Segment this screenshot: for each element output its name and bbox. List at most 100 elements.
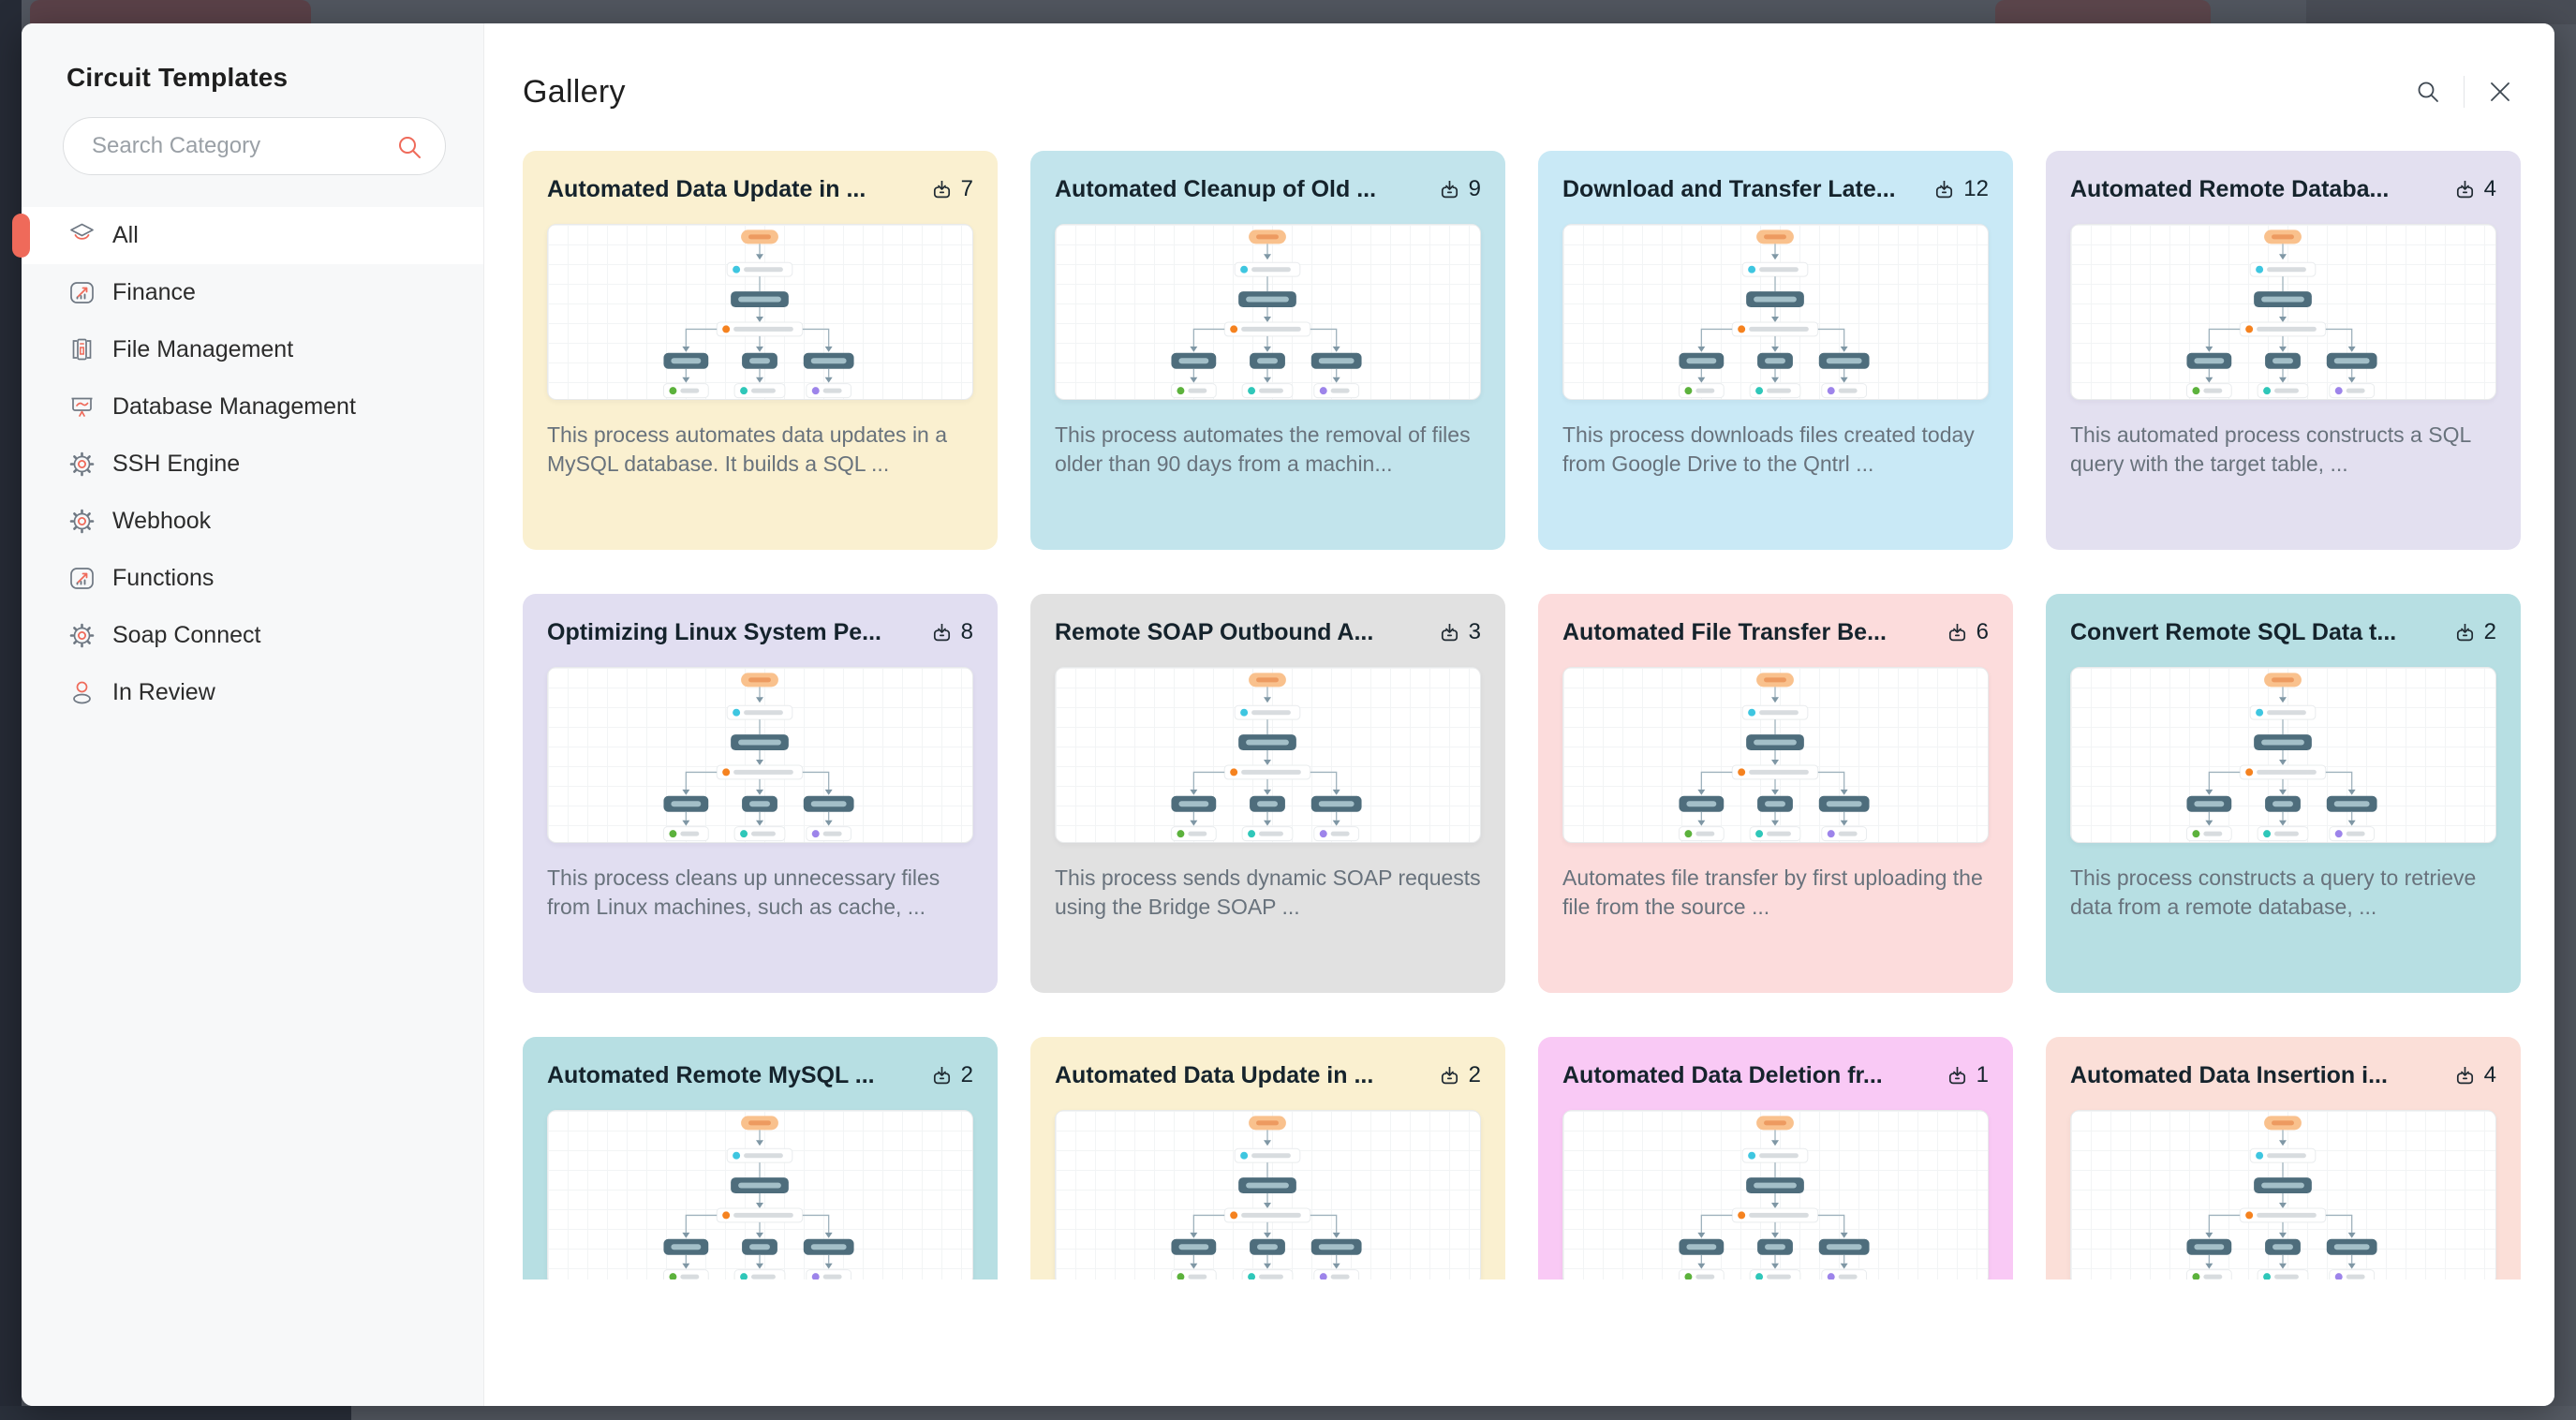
search-icon xyxy=(2418,81,2438,102)
sidebar-item-file-management[interactable]: File Management xyxy=(22,321,483,378)
flow-thumbnail xyxy=(1055,667,1481,843)
gallery-header: Gallery xyxy=(484,23,2554,151)
card-title: Automated Data Update in ... xyxy=(547,175,866,202)
person-icon xyxy=(73,681,91,704)
backdrop-blob xyxy=(2306,0,2576,24)
card-title: Automated Remote MySQL ... xyxy=(547,1061,875,1088)
template-card[interactable]: Convert Remote SQL Data t... 2 xyxy=(2046,594,2521,993)
download-count: 7 xyxy=(931,176,973,202)
sidebar-item-label: Database Management xyxy=(112,393,356,420)
backdrop-blob xyxy=(30,0,311,24)
gear-icon xyxy=(69,509,95,534)
chart-icon xyxy=(70,282,94,303)
gear-icon xyxy=(69,451,95,477)
sidebar-item-label: File Management xyxy=(112,336,294,362)
download-icon xyxy=(1948,623,1965,641)
sidebar-item-label: Webhook xyxy=(112,508,212,534)
template-card[interactable]: Automated Data Update in ... 7 xyxy=(523,151,998,550)
flow-thumbnail xyxy=(1562,667,1989,843)
download-icon xyxy=(1441,1066,1458,1084)
sidebar-item-label: Functions xyxy=(112,565,215,591)
download-count-value: 3 xyxy=(1468,619,1481,644)
template-card[interactable]: Automated Cleanup of Old ... 9 xyxy=(1030,151,1505,550)
sidebar-item-database-management[interactable]: Database Management xyxy=(22,378,483,436)
download-count: 4 xyxy=(2454,176,2496,202)
gallery-search-button[interactable] xyxy=(2407,71,2449,112)
sidebar-item-label: Soap Connect xyxy=(112,622,261,648)
card-description: This process cleans up unnecessary files… xyxy=(547,865,940,919)
template-card[interactable]: Automated Data Insertion i... 4 xyxy=(2046,1037,2521,1279)
download-count: 4 xyxy=(2454,1062,2496,1088)
template-card[interactable]: Remote SOAP Outbound A... 3 xyxy=(1030,594,1505,993)
template-card[interactable]: Automated File Transfer Be... 6 xyxy=(1538,594,2013,993)
card-header: Remote SOAP Outbound A... 3 xyxy=(1055,616,1481,648)
sidebar-item-label: All xyxy=(112,222,139,248)
card-title: Optimizing Linux System Pe... xyxy=(547,618,882,645)
download-count: 8 xyxy=(931,619,973,645)
card-description: This process automates data updates in a… xyxy=(547,422,948,476)
sidebar-item-soap-connect[interactable]: Soap Connect xyxy=(22,607,483,664)
card-header: Automated File Transfer Be... 6 xyxy=(1562,616,1989,648)
download-icon xyxy=(2456,1066,2473,1084)
sidebar-item-finance[interactable]: Finance xyxy=(22,264,483,321)
sidebar-item-ssh-engine[interactable]: SSH Engine xyxy=(22,436,483,493)
download-count-value: 9 xyxy=(1468,176,1481,201)
sidebar-item-label: SSH Engine xyxy=(112,451,241,477)
close-button[interactable] xyxy=(2480,71,2521,112)
card-header: Automated Data Deletion fr... 1 xyxy=(1562,1059,1989,1091)
search-icon[interactable] xyxy=(395,133,423,161)
card-title: Automated Data Insertion i... xyxy=(2070,1061,2388,1088)
download-icon xyxy=(933,1066,950,1084)
template-card[interactable]: Automated Remote Databa... 4 xyxy=(2046,151,2521,550)
all-icon xyxy=(70,223,94,240)
gallery-scroll-area[interactable]: Automated Data Update in ... 7 xyxy=(484,151,2554,1279)
download-icon xyxy=(1936,180,1953,198)
card-title: Download and Transfer Late... xyxy=(1562,175,1896,202)
category-list: All Finance File Management Database Man… xyxy=(12,207,483,721)
sidebar-item-webhook[interactable]: Webhook xyxy=(22,493,483,550)
template-card[interactable]: Automated Data Deletion fr... 1 xyxy=(1538,1037,2013,1279)
download-icon xyxy=(1441,180,1458,198)
template-card[interactable]: Automated Data Update in ... 2 xyxy=(1030,1037,1505,1279)
download-icon xyxy=(933,180,950,198)
download-icon xyxy=(2456,180,2473,198)
download-count: 1 xyxy=(1947,1062,1989,1088)
card-header: Automated Data Update in ... 7 xyxy=(547,173,973,205)
download-count: 2 xyxy=(1439,1062,1481,1088)
download-count: 12 xyxy=(1933,176,1989,202)
search-input[interactable] xyxy=(63,117,446,175)
flow-thumbnail xyxy=(1562,1110,1989,1279)
card-title: Convert Remote SQL Data t... xyxy=(2070,618,2397,645)
category-sidebar: Circuit Templates All Finance File xyxy=(12,23,484,1406)
template-card[interactable]: Automated Remote MySQL ... 2 xyxy=(523,1037,998,1279)
flow-thumbnail xyxy=(1055,1110,1481,1279)
card-title: Automated Remote Databa... xyxy=(2070,175,2390,202)
app-bottom-bar xyxy=(0,1406,2576,1420)
download-count: 9 xyxy=(1439,176,1481,202)
flow-thumbnail xyxy=(1562,224,1989,400)
sidebar-item-functions[interactable]: Functions xyxy=(22,550,483,607)
card-header: Convert Remote SQL Data t... 2 xyxy=(2070,616,2496,648)
backdrop-blob xyxy=(1995,0,2211,24)
card-header: Automated Remote MySQL ... 2 xyxy=(547,1059,973,1091)
card-title: Remote SOAP Outbound A... xyxy=(1055,618,1374,645)
card-header: Automated Remote Databa... 4 xyxy=(2070,173,2496,205)
card-description: This process sends dynamic SOAP requests… xyxy=(1055,865,1481,919)
sidebar-item-in-review[interactable]: In Review xyxy=(22,664,483,721)
download-count-value: 1 xyxy=(1976,1062,1989,1087)
flow-thumbnail xyxy=(1055,224,1481,400)
template-card[interactable]: Optimizing Linux System Pe... 8 xyxy=(523,594,998,993)
flow-thumbnail xyxy=(547,1110,973,1279)
download-count-value: 8 xyxy=(960,619,973,644)
chart-icon xyxy=(70,568,94,589)
page-title: Gallery xyxy=(523,73,626,110)
card-description: This process automates the removal of fi… xyxy=(1055,422,1471,476)
download-count-value: 6 xyxy=(1976,619,1989,644)
flow-thumbnail xyxy=(547,667,973,843)
flow-thumbnail xyxy=(2070,1110,2496,1279)
template-card[interactable]: Download and Transfer Late... 12 xyxy=(1538,151,2013,550)
header-divider xyxy=(2464,76,2465,108)
circuit-templates-modal: Circuit Templates All Finance File xyxy=(12,23,2554,1406)
download-count-value: 4 xyxy=(2483,1062,2496,1087)
sidebar-item-all[interactable]: All xyxy=(12,207,483,264)
